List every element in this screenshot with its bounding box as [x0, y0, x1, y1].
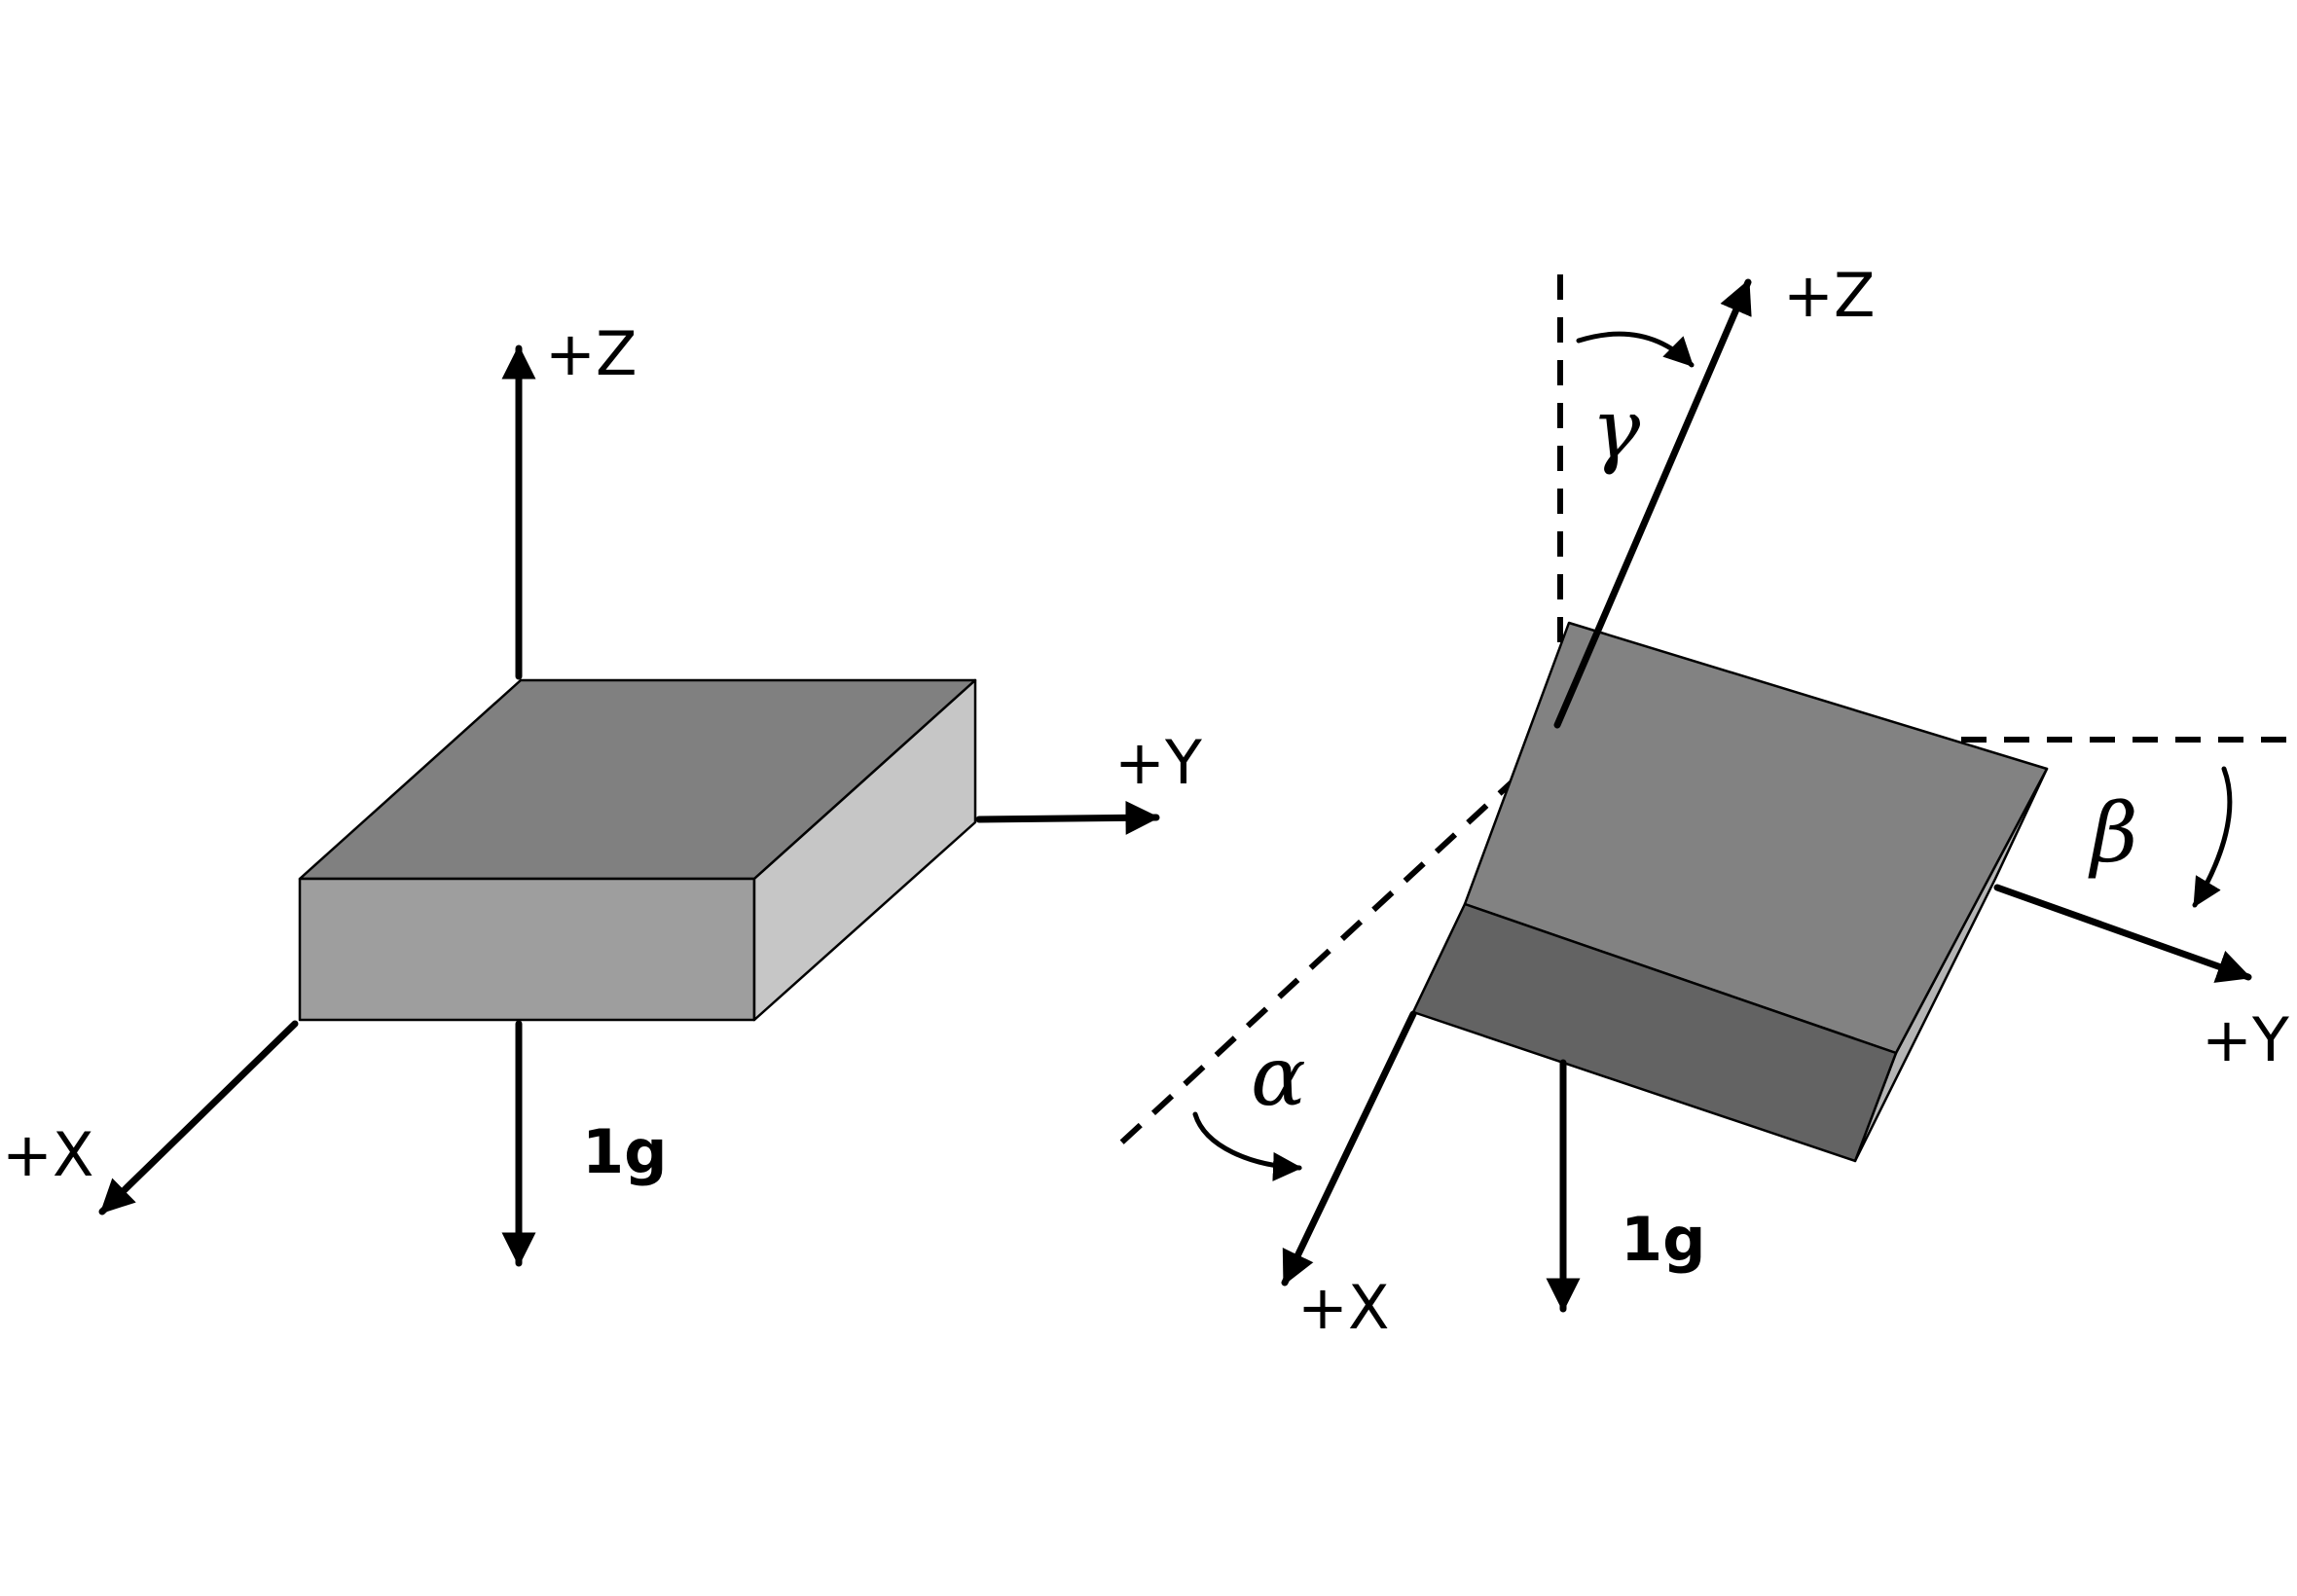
flat-y-label: +Y: [1114, 727, 1202, 798]
gamma-angle-label: γ: [1591, 381, 1641, 477]
tilted-z-axis-arrow: [1553, 278, 1752, 729]
flat-x-axis-arrow: [98, 1020, 299, 1215]
beta-angle-curve-arrow: [2192, 766, 2233, 908]
flat-x-label: +X: [2, 1119, 93, 1190]
tilted-z-label: +Z: [1783, 260, 1875, 331]
flat-z-label: +Z: [545, 318, 637, 389]
tilted-x-axis-arrow: [1281, 1010, 1417, 1287]
x-reference-dashed-line: [1114, 744, 1552, 1149]
tilted-device-front-face: [1411, 902, 1898, 1163]
flat-y-axis-arrow: [975, 800, 1160, 835]
gamma-angle-curve-arrow: [1576, 331, 1695, 368]
flat-device-front-face: [298, 877, 756, 1022]
flat-device-side-face: [752, 678, 977, 1022]
tilted-y-label: +Y: [2202, 1004, 2289, 1075]
tilted-y-axis-arrow: [1993, 884, 2252, 983]
beta-angle-label: β: [2088, 785, 2138, 881]
alpha-angle-curve-arrow: [1192, 1111, 1302, 1181]
alpha-angle-label: α: [1251, 1029, 1306, 1124]
flat-device-group: +Z +Y +X 1g: [2, 318, 1202, 1267]
tilted-device-group: +Z +Y +X 1g γ β α: [1114, 260, 2293, 1343]
tilted-x-label: +X: [1297, 1272, 1389, 1343]
tilted-gravity-label: 1g: [1621, 1204, 1706, 1275]
flat-gravity-label: 1g: [582, 1116, 668, 1187]
